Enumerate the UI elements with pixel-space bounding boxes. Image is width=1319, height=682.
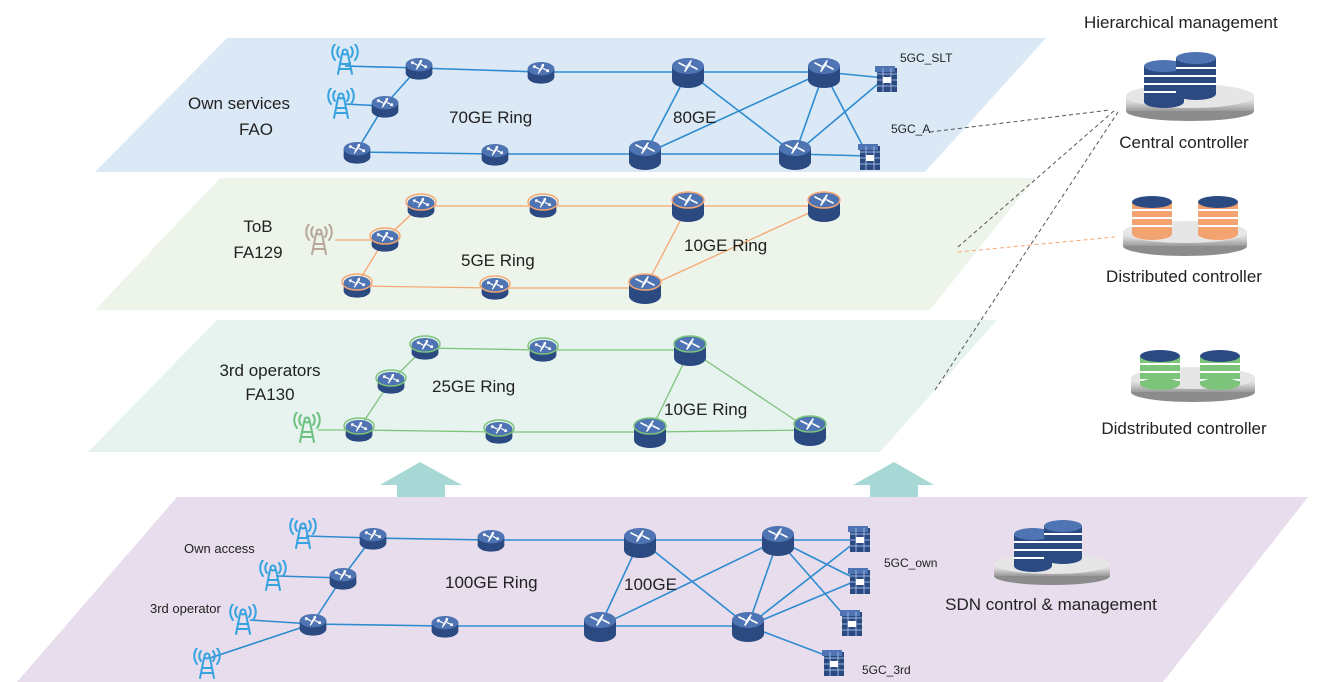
router-icon <box>807 57 841 89</box>
sdn-controller-label: SDN control & management <box>945 595 1157 614</box>
router-icon <box>328 567 358 591</box>
sdn-controller-icon <box>994 520 1110 585</box>
layer-third-operators-title-1: 3rd operators <box>219 361 320 380</box>
router-icon <box>671 57 705 89</box>
router-icon <box>404 57 434 81</box>
database-controller-icon <box>1144 52 1216 108</box>
up-arrow-right <box>853 462 934 497</box>
layer-own-services-ring-label: 70GE Ring <box>449 108 532 127</box>
router-icon <box>344 419 374 443</box>
layer-tob-title-2: FA129 <box>233 243 282 262</box>
access-label-own: Own access <box>184 541 255 556</box>
didstributed-controller-icon <box>1131 350 1255 402</box>
router-icon <box>376 371 406 395</box>
access-label-3rd: 3rd operator <box>150 601 221 616</box>
layer-tob-title-1: ToB <box>243 217 272 236</box>
distributed-controller-label: Distributed controller <box>1106 267 1262 286</box>
router-icon <box>731 611 765 643</box>
management-dashed-orange <box>957 236 1116 253</box>
router-icon <box>671 191 705 223</box>
firewall-server-icon <box>840 610 863 637</box>
layer-third-operators-ring-label: 25GE Ring <box>432 377 515 396</box>
layer-tob-ring-label: 5GE Ring <box>461 251 535 270</box>
layer-physical-ring2-label: 100GE <box>624 575 677 594</box>
router-icon <box>761 525 795 557</box>
router-icon <box>778 139 812 171</box>
layer-physical-ring-label: 100GE Ring <box>445 573 538 592</box>
router-icon <box>430 615 460 639</box>
layer-own-services-title-2: FAO <box>239 120 273 139</box>
router-icon <box>480 277 510 301</box>
router-icon <box>370 229 400 253</box>
layer-plane-tob <box>95 178 1035 310</box>
router-icon <box>628 273 662 305</box>
firewall-server-icon <box>822 650 845 677</box>
database-controller-icon <box>1140 350 1240 390</box>
router-icon <box>528 195 558 219</box>
router-icon <box>583 611 617 643</box>
router-icon <box>528 339 558 363</box>
hierarchical-management-title: Hierarchical management <box>1084 13 1278 32</box>
central-controller-label: Central controller <box>1119 133 1249 152</box>
didstributed-controller-label: Didstributed controller <box>1101 419 1267 438</box>
router-icon <box>807 191 841 223</box>
central-controller-icon <box>1126 52 1254 121</box>
layer-third-operators-ring2-label: 10GE Ring <box>664 400 747 419</box>
management-dashed-lines <box>929 109 1119 391</box>
router-icon <box>526 61 556 85</box>
router-icon <box>673 335 707 367</box>
router-icon <box>342 141 372 165</box>
core-label-5gc-3rd: 5GC_3rd <box>862 663 911 677</box>
up-arrow-left <box>380 462 462 497</box>
layer-own-services-ring2-label: 80GE <box>673 108 716 127</box>
firewall-server-icon <box>848 568 871 595</box>
database-controller-icon <box>1132 196 1238 240</box>
router-icon <box>370 95 400 119</box>
router-icon <box>298 613 328 637</box>
router-icon <box>406 195 436 219</box>
router-icon <box>358 527 388 551</box>
layer-plane-physical <box>17 497 1308 682</box>
layer-tob-ring2-label: 10GE Ring <box>684 236 767 255</box>
firewall-server-icon <box>848 526 871 553</box>
router-icon <box>628 139 662 171</box>
router-icon <box>633 417 667 449</box>
distributed-controller-icon <box>1123 196 1247 256</box>
core-label-5gc-own: 5GC_own <box>884 556 937 570</box>
router-icon <box>476 529 506 553</box>
layer-own-services-title-1: Own services <box>188 94 290 113</box>
router-icon <box>793 415 827 447</box>
router-icon <box>623 527 657 559</box>
database-controller-icon <box>1014 520 1082 572</box>
router-icon <box>480 143 510 167</box>
layer-third-operators-title-2: FA130 <box>245 385 294 404</box>
core-label-5gc-a: 5GC_A <box>891 122 930 136</box>
router-icon <box>342 275 372 299</box>
firewall-server-icon <box>875 66 898 93</box>
router-icon <box>484 421 514 445</box>
layer-physical-links <box>209 535 859 661</box>
router-icon <box>410 337 440 361</box>
layer-third-operators-router-rings <box>343 335 827 437</box>
firewall-server-icon <box>858 144 881 171</box>
layer-tob-router-rings <box>341 191 841 293</box>
core-label-5gc-slt: 5GC_SLT <box>900 51 953 65</box>
